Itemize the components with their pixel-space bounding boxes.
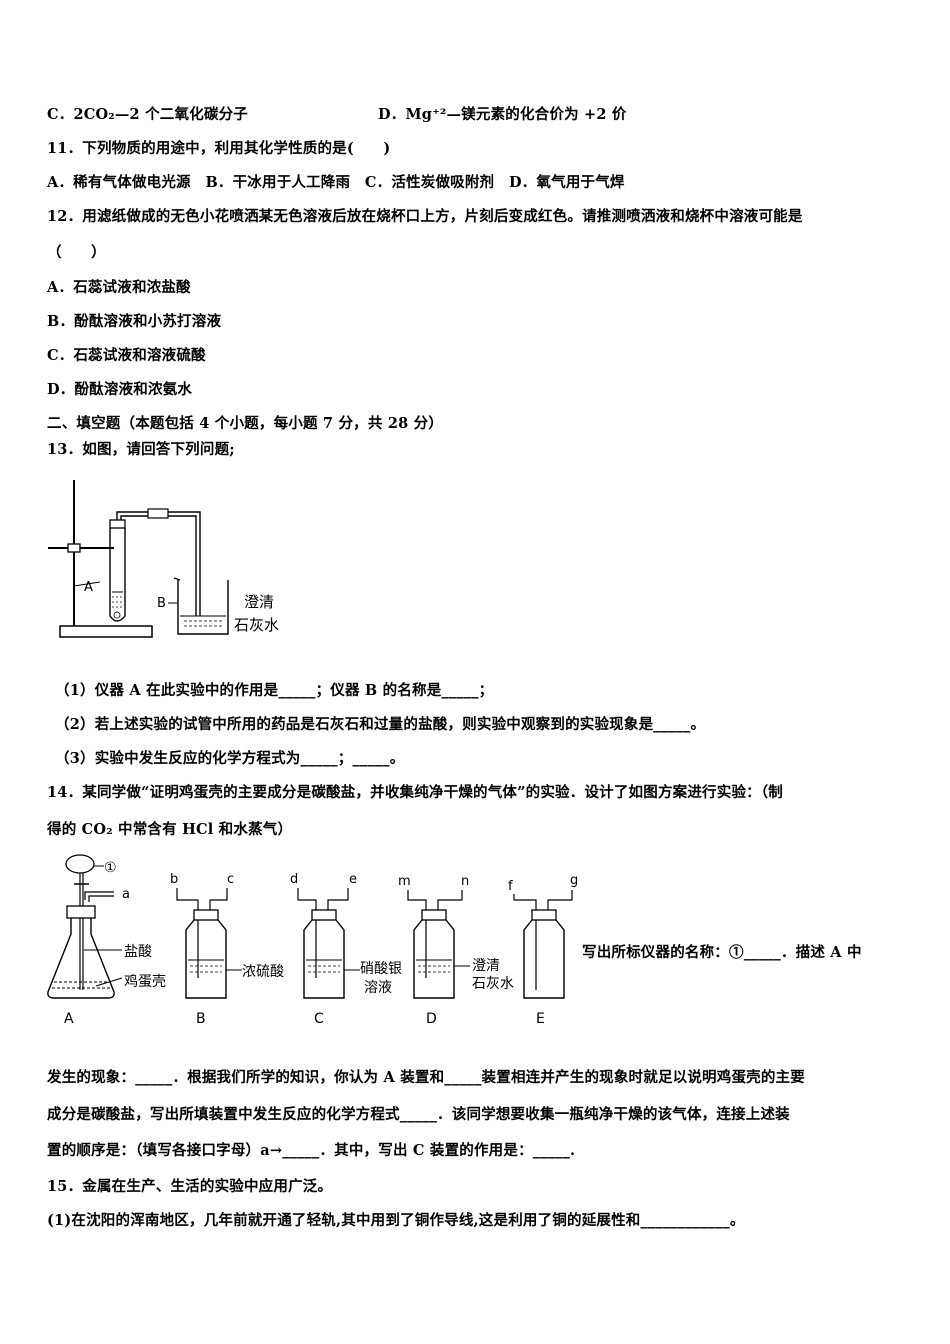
q11-stem: 11．下列物质的用途中，利用其化学性质的是( )	[47, 140, 391, 157]
q10-option-c: C．2CO₂—2 个二氧化碳分子	[47, 106, 248, 123]
q13-label-b: B	[157, 596, 166, 611]
q14-port-m: m	[398, 874, 411, 889]
q10-option-d: D．Mg⁺²—镁元素的化合价为 +2 价	[378, 106, 627, 123]
q15-sub1: (1)在沈阳的浑南地区，几年前就开通了轻轨,其中用到了铜作导线,这是利用了铜的延…	[47, 1212, 745, 1229]
q14-label-agno3-2: 溶液	[364, 980, 392, 996]
q13-label-a: A	[84, 580, 93, 595]
q14-port-g: g	[570, 873, 578, 888]
q14-port-e: e	[349, 872, 357, 887]
q14-label-lime-2: 石灰水	[472, 976, 514, 992]
q12-stem: 12．用滤纸做成的无色小花喷洒某无色溶液后放在烧杯口上方，片刻后变成红色。请推测…	[47, 208, 803, 225]
q14-line1: 发生的现象：_____．根据我们所学的知识，你认为 A 装置和_____装置相连…	[47, 1069, 805, 1086]
q13-sub2: （2）若上述实验的试管中所用的药品是石灰石和过量的盐酸，则实验中观察到的实验现象…	[55, 716, 706, 733]
q14-label-agno3-1: 硝酸银	[360, 961, 402, 977]
q13-apparatus-figure: A B 澄清 石灰水	[48, 480, 279, 638]
q14-label-lime-1: 澄清	[472, 958, 500, 974]
q14-line2: 成分是碳酸盐，写出所填装置中发生反应的化学方程式_____．该同学想要收集一瓶纯…	[47, 1106, 790, 1123]
q14-app-e: E	[536, 1011, 545, 1027]
section-heading: 二、填空题（本题包括 4 个小题，每小题 7 分，共 28 分）	[47, 415, 444, 432]
q12-option-d: D．酚酞溶液和浓氨水	[47, 381, 193, 398]
q14-port-f: f	[508, 879, 513, 894]
q14-label-h2so4: 浓硫酸	[242, 964, 284, 980]
q14-port-a: a	[122, 887, 130, 902]
q12-option-c: C．石蕊试液和溶液硫酸	[47, 347, 206, 364]
q14-app-b: B	[196, 1011, 206, 1027]
q12-paren: （ ）	[47, 244, 106, 261]
q14-label-egg: 鸡蛋壳	[124, 973, 166, 990]
q14-stem-line2: 得的 CO₂ 中常含有 HCl 和水蒸气）	[47, 821, 293, 838]
q13-liquid-label-2: 石灰水	[234, 616, 279, 634]
q14-port-b: b	[170, 872, 178, 887]
q12-option-a: A．石蕊试液和浓盐酸	[47, 279, 191, 296]
q14-port-d: d	[290, 872, 298, 887]
q14-app-d: D	[426, 1011, 437, 1027]
q12-option-b: B．酚酞溶液和小苏打溶液	[47, 313, 222, 330]
q13-sub3: （3）实验中发生反应的化学方程式为_____；_____。	[55, 750, 405, 767]
q14-app-a: A	[64, 1011, 74, 1027]
q14-port-n: n	[461, 874, 469, 889]
q15-stem: 15．金属在生产、生活的实验中应用广泛。	[47, 1178, 333, 1195]
q14-stem-line1: 14．某同学做“证明鸡蛋壳的主要成分是碳酸盐，并收集纯净干燥的气体”的实验．设计…	[47, 784, 784, 801]
q14-label-hcl: 盐酸	[124, 944, 152, 960]
q14-app-c: C	[314, 1011, 324, 1027]
q11-options: A．稀有气体做电光源 B．干冰用于人工降雨 C．活性炭做吸附剂 D．氧气用于气焊	[47, 174, 625, 191]
q14-port-c: c	[227, 872, 234, 887]
q14-side-text: 写出所标仪器的名称：①_____．描述 A 中	[582, 944, 862, 961]
q13-sub1: （1）仪器 A 在此实验中的作用是_____；仪器 B 的名称是_____；	[55, 682, 494, 699]
q14-label-circled-one: ①	[104, 860, 117, 876]
q13-stem: 13．如图，请回答下列问题;	[47, 441, 235, 458]
q13-liquid-label-1: 澄清	[244, 593, 274, 611]
q14-apparatus-figure: ① a 盐酸 鸡蛋壳 A b c 浓硫酸 B d e 硝酸银 溶液 C m n …	[47, 854, 578, 1027]
q14-line3: 置的顺序是：（填写各接口字母）a→_____．其中，写出 C 装置的作用是：__…	[47, 1142, 576, 1159]
